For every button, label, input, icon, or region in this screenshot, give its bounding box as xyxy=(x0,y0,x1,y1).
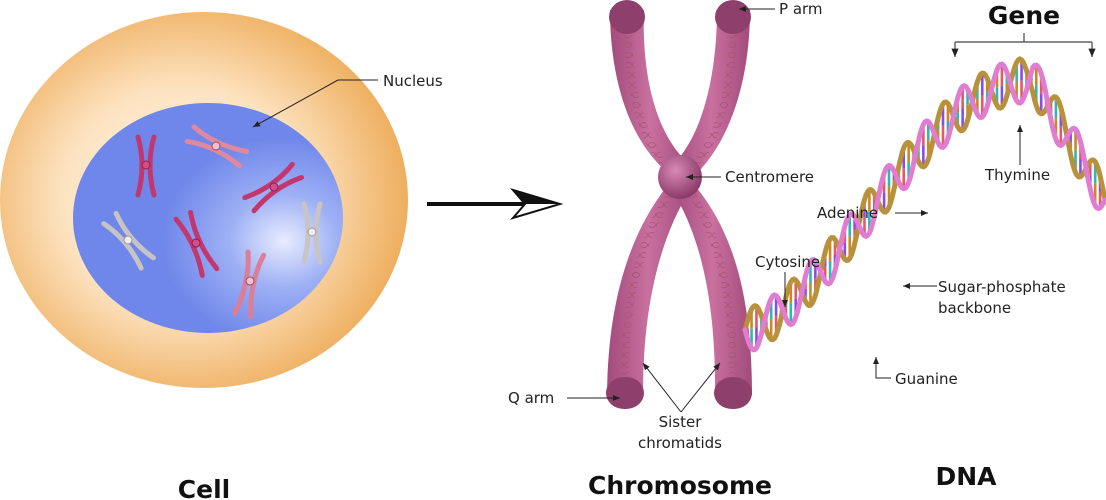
nucleus-pointer xyxy=(252,79,378,128)
chromatin-coil xyxy=(621,192,674,376)
thymine-label: Thymine xyxy=(984,166,1050,184)
p-arm-label: P arm xyxy=(779,0,823,18)
sister-chromatids-label-line1: Sister xyxy=(659,413,703,431)
guanine-pointer xyxy=(873,357,891,379)
process-arrow xyxy=(427,188,564,220)
chromatin-coil xyxy=(687,34,737,173)
nucleus-label: Nucleus xyxy=(383,72,443,90)
nucleus-chromosome xyxy=(301,201,323,265)
centromere xyxy=(658,155,702,199)
nucleus-chromosome xyxy=(232,249,267,320)
cell-title: Cell xyxy=(178,475,230,500)
chromatid-tip xyxy=(715,0,751,34)
nucleus-chromosome xyxy=(135,134,157,198)
centromere-label: Centromere xyxy=(725,168,814,186)
chromatid-tip xyxy=(606,377,644,409)
gene-title: Gene xyxy=(988,1,1060,30)
chromatid-upper-right xyxy=(672,10,750,180)
sugar-phosphate-strand-pink xyxy=(742,61,1106,353)
sister-chromatids-pointer xyxy=(680,362,721,413)
chromatid-lower-left xyxy=(607,180,690,395)
nucleus-chromosome xyxy=(101,210,156,271)
chromosome: P arm Centromere Q arm Sister chromatids xyxy=(508,0,823,452)
chromosome-title: Chromosome xyxy=(588,471,772,500)
backbone-label-line2: backbone xyxy=(938,299,1011,317)
chromatin-coil xyxy=(688,192,737,376)
dna-labels: Gene Cytosine Adenine Thymine Sugar-phos… xyxy=(755,1,1096,388)
backbone-label-line1: Sugar-phosphate xyxy=(938,278,1066,296)
dna-helix xyxy=(742,56,1106,353)
gene-bracket xyxy=(955,33,1092,43)
sister-chromatids-label-line2: chromatids xyxy=(638,434,722,452)
dna-title: DNA xyxy=(935,462,997,491)
sugar-phosphate-strand-gold xyxy=(742,56,1106,343)
chromatin-coil xyxy=(624,34,673,173)
sister-chromatids-pointer xyxy=(642,362,682,413)
adenine-label: Adenine xyxy=(817,204,878,222)
chromatid-tip xyxy=(609,0,645,34)
chromatid-upper-left xyxy=(610,10,690,176)
chromatid-lower-right xyxy=(672,180,752,395)
nucleus-chromosome xyxy=(173,209,220,278)
guanine-label: Guanine xyxy=(895,370,958,388)
cell: Nucleus xyxy=(0,12,443,388)
nucleus-chromosome xyxy=(184,124,250,169)
nucleus-chromosome xyxy=(242,161,305,214)
chromatid-tip xyxy=(714,377,752,409)
q-arm-label: Q arm xyxy=(508,389,554,407)
cytosine-label: Cytosine xyxy=(755,253,820,271)
